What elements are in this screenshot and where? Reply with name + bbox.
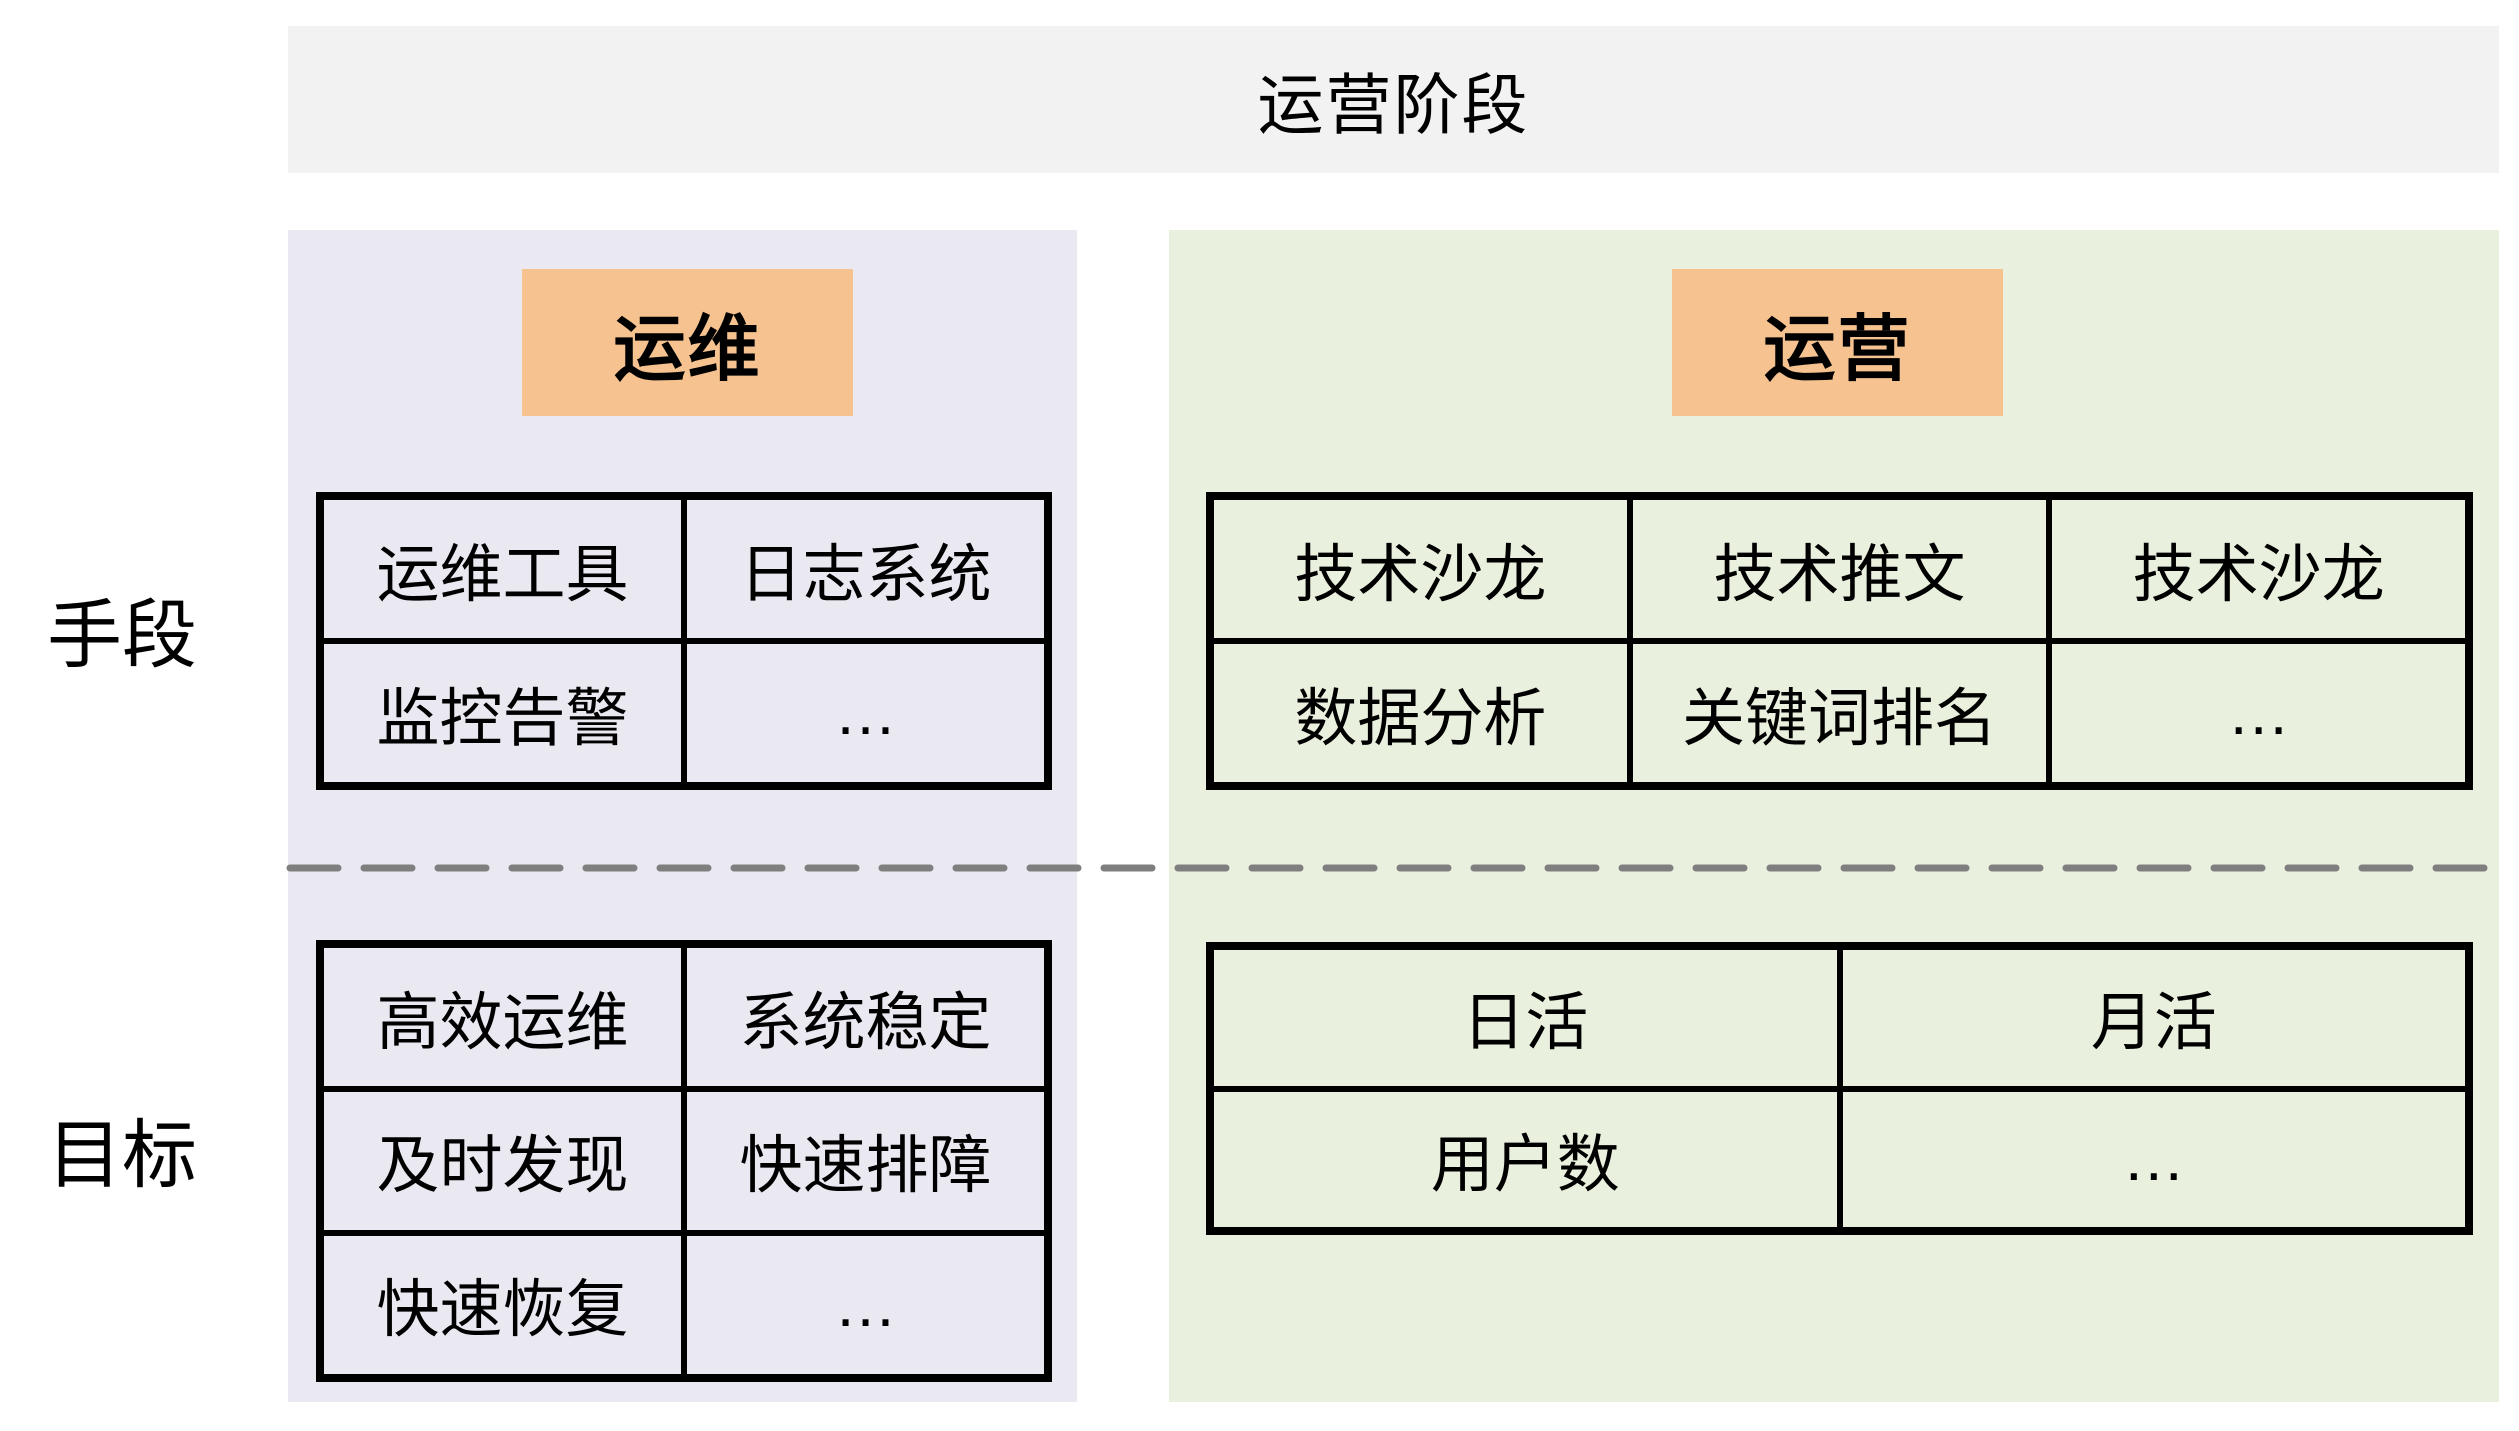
table-row: 快速恢复 … <box>317 1229 1051 1382</box>
table-cell: 月活 <box>1836 943 2472 1092</box>
table-cell: 快速排障 <box>681 1086 1051 1236</box>
table-cell: 用户数 <box>1207 1085 1843 1234</box>
table-cell: 日活 <box>1207 943 1843 1092</box>
phase-header-bar: 运营阶段 <box>288 26 2499 173</box>
table-row: 及时发现 快速排障 <box>317 1086 1051 1236</box>
row-label-goals: 目标 <box>46 1113 197 1197</box>
table-cell: 快速恢复 <box>317 1229 687 1382</box>
operation-goals-table: 日活 月活 用户数 … <box>1206 942 2473 1235</box>
table-cell: 运维工具 <box>317 493 687 644</box>
table-cell: 技术沙龙 <box>2046 493 2472 644</box>
table-row: 技术沙龙 技术推文 技术沙龙 <box>1207 493 2472 644</box>
table-row: 日活 月活 <box>1207 943 2472 1092</box>
operation-means-table: 技术沙龙 技术推文 技术沙龙 数据分析 关键词排名 … <box>1206 492 2473 790</box>
table-cell: 高效运维 <box>317 940 687 1093</box>
table-cell: 及时发现 <box>317 1086 687 1236</box>
operation-title-box: 运营 <box>1672 269 2003 416</box>
table-cell: 关键词排名 <box>1626 638 2053 789</box>
table-row: 数据分析 关键词排名 … <box>1207 638 2472 789</box>
ops-maintenance-title: 运维 <box>613 310 762 390</box>
table-row: 运维工具 日志系统 <box>317 493 1051 644</box>
operation-title: 运营 <box>1763 310 1912 390</box>
table-cell: 系统稳定 <box>681 940 1051 1093</box>
table-cell: 技术推文 <box>1626 493 2053 644</box>
table-cell: 监控告警 <box>317 638 687 789</box>
row-label-means: 手段 <box>46 593 197 677</box>
ops-goals-table: 高效运维 系统稳定 及时发现 快速排障 快速恢复 … <box>316 940 1052 1382</box>
ops-means-table: 运维工具 日志系统 监控告警 … <box>316 492 1052 790</box>
table-cell: … <box>1836 1085 2472 1234</box>
table-cell: … <box>2046 638 2472 789</box>
table-cell: … <box>681 1229 1051 1382</box>
table-cell: 数据分析 <box>1207 638 1633 789</box>
table-row: 监控告警 … <box>317 638 1051 789</box>
table-cell: 技术沙龙 <box>1207 493 1633 644</box>
table-cell: … <box>681 638 1051 789</box>
ops-maintenance-title-box: 运维 <box>522 269 853 416</box>
table-row: 用户数 … <box>1207 1085 2472 1234</box>
table-cell: 日志系统 <box>681 493 1051 644</box>
phase-header-title: 运营阶段 <box>1257 67 1530 142</box>
table-row: 高效运维 系统稳定 <box>317 940 1051 1093</box>
